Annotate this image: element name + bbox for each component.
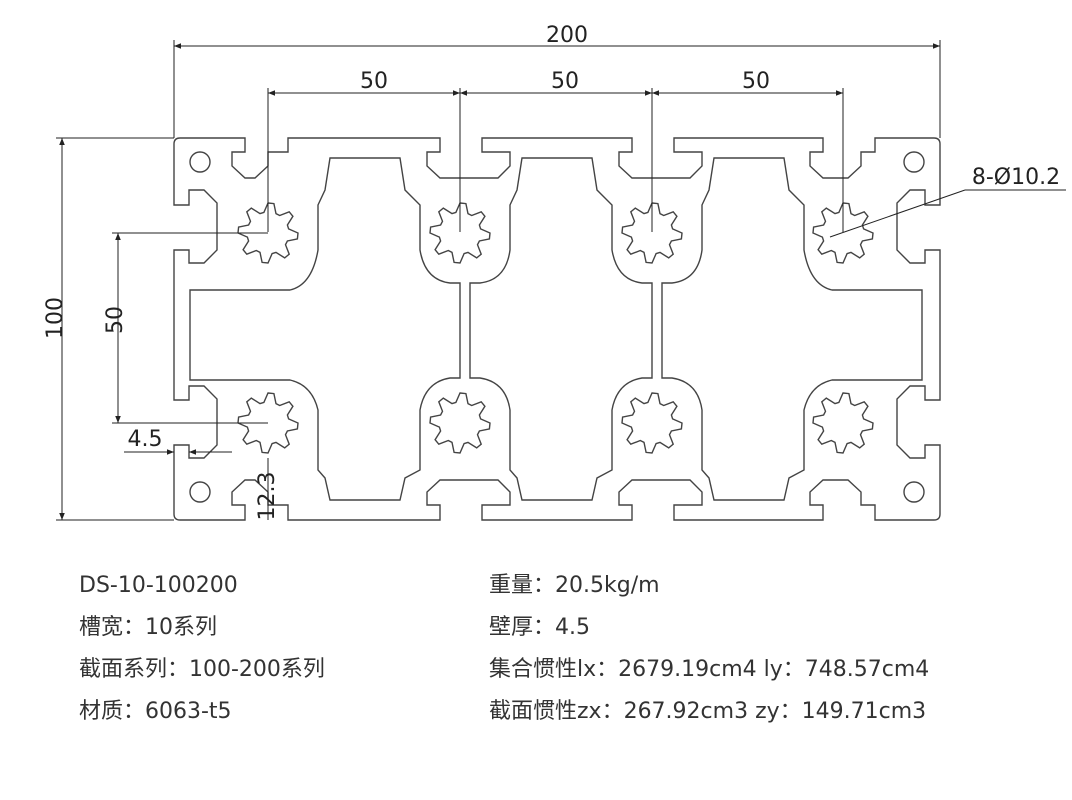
specs-left: DS-10-100200 槽宽：10系列 截面系列：100-200系列 材质：6… <box>79 565 325 733</box>
dimension-lines <box>56 40 1066 521</box>
bore-5 <box>237 392 299 454</box>
profile-drawing: 200 50 50 50 100 50 4.5 12.3 8-Ø10.2 <box>43 23 1066 521</box>
spec-section-modulus: 截面惯性zx：267.92cm3 zy：149.71cm3 <box>489 699 927 724</box>
bore-7 <box>621 392 683 454</box>
spec-section-series: 截面系列：100-200系列 <box>79 657 325 682</box>
spec-weight: 重量：20.5kg/m <box>489 573 660 598</box>
dim-wall: 4.5 <box>128 427 163 452</box>
center-bores <box>237 202 874 454</box>
corner-holes <box>189 151 925 503</box>
bore-6 <box>429 392 491 454</box>
spec-slot-width: 槽宽：10系列 <box>79 615 217 640</box>
dim-overall-height: 100 <box>43 297 68 339</box>
spec-model: DS-10-100200 <box>79 573 238 598</box>
profile-outline <box>173 137 941 521</box>
spec-wall-thickness: 壁厚：4.5 <box>489 615 590 640</box>
dim-pitch-2: 50 <box>551 69 579 94</box>
dim-pitch-1: 50 <box>360 69 388 94</box>
spec-moment-inertia: 集合惯性lx：2679.19cm4 ly：748.57cm4 <box>489 657 930 682</box>
bore-8 <box>812 392 874 454</box>
dim-pitch-3: 50 <box>742 69 770 94</box>
spec-material: 材质：6063-t5 <box>79 699 232 724</box>
bore-4 <box>812 202 874 264</box>
dim-holes: 8-Ø10.2 <box>972 165 1060 190</box>
bore-2 <box>429 202 491 264</box>
bore-1 <box>237 202 299 264</box>
profile-cavities <box>189 157 923 501</box>
bore-3 <box>621 202 683 264</box>
dim-overall-width: 200 <box>546 23 588 48</box>
dim-slot-depth: 12.3 <box>255 472 280 521</box>
specs-right: 重量：20.5kg/m 壁厚：4.5 集合惯性lx：2679.19cm4 ly：… <box>489 565 929 733</box>
dim-vertical-pitch: 50 <box>103 306 128 334</box>
